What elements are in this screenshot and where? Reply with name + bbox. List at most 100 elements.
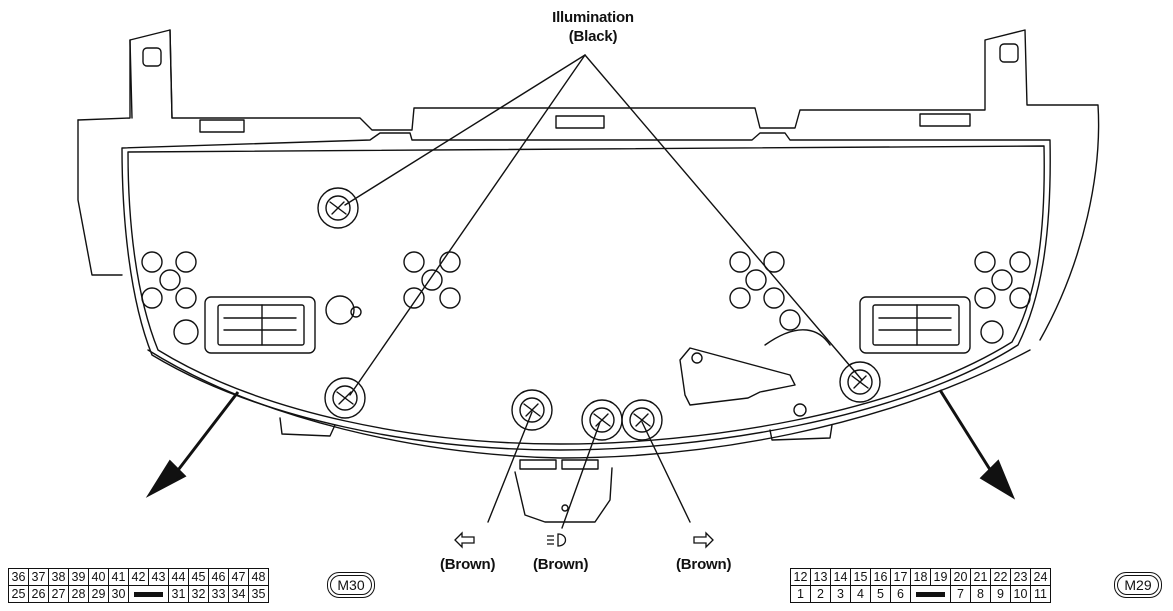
bulb-socket-illum-3 [839, 361, 881, 403]
connector-terminal: 30 [108, 585, 129, 603]
connector-terminal: 46 [208, 568, 229, 586]
connector-terminal: 29 [88, 585, 109, 603]
connector-terminal: 7 [950, 585, 971, 603]
lower-slot-2 [561, 459, 599, 470]
bulb-socket-headlamp [581, 399, 623, 441]
arrow-to-m30 [145, 391, 240, 498]
connector-terminal: 45 [188, 568, 209, 586]
connector-terminal: 31 [168, 585, 189, 603]
connector-terminal: 37 [28, 568, 49, 586]
connector-terminal: 35 [248, 585, 269, 603]
left-bracket [129, 29, 173, 119]
lower-bracket [514, 467, 613, 523]
connector-terminal: 6 [890, 585, 911, 603]
bulb-socket-illum-2 [324, 377, 366, 419]
connector-terminal: 36 [8, 568, 29, 586]
left-socket-inner [217, 304, 305, 346]
connector-terminal: 3 [830, 585, 851, 603]
connector-m29-key [910, 585, 951, 603]
high-beam-icon [547, 533, 567, 547]
illumination-label-line1: Illumination [552, 9, 634, 26]
back-plate-inner [127, 145, 1045, 445]
bulb-socket-turn-left [511, 389, 553, 431]
connector-terminal: 21 [970, 568, 991, 586]
connector-m30-key [128, 585, 169, 603]
back-plate [121, 132, 1051, 451]
connector-terminal: 23 [1010, 568, 1031, 586]
connector-terminal: 34 [228, 585, 249, 603]
connector-terminal: 32 [188, 585, 209, 603]
connector-terminal: 27 [48, 585, 69, 603]
connector-terminal: 33 [208, 585, 229, 603]
lower-bracket-hole [561, 504, 569, 512]
lower-tab-right [769, 424, 833, 441]
connector-terminal: 38 [48, 568, 69, 586]
connector-terminal: 41 [108, 568, 129, 586]
connector-terminal: 17 [890, 568, 911, 586]
leader-illum-2 [349, 54, 586, 396]
illumination-label-line2: (Black) [568, 28, 618, 45]
connector-terminal: 1 [790, 585, 811, 603]
leader-illum-1 [344, 54, 586, 206]
connector-terminal: 48 [248, 568, 269, 586]
right-socket-inner [872, 304, 960, 346]
connector-terminal: 19 [930, 568, 951, 586]
connector-terminal: 16 [870, 568, 891, 586]
clip-1 [199, 119, 245, 133]
connector-terminal: 20 [950, 568, 971, 586]
connector-terminal: 15 [850, 568, 871, 586]
connector-terminal: 8 [970, 585, 991, 603]
connector-m29-tag: M29 [1114, 572, 1162, 598]
arrow-to-m29 [938, 389, 1016, 500]
connector-terminal: 44 [168, 568, 189, 586]
connector-terminal: 42 [128, 568, 149, 586]
connector-terminal: 12 [790, 568, 811, 586]
bulb-socket-illum-1 [317, 187, 359, 229]
connector-terminal: 43 [148, 568, 169, 586]
lower-slot-1 [519, 459, 557, 470]
connector-terminal: 14 [830, 568, 851, 586]
meter-housing-outline [77, 29, 1100, 341]
bulb-socket-turn-right [621, 399, 663, 441]
left-arrow-icon [454, 531, 475, 549]
connector-terminal: 39 [68, 568, 89, 586]
connector-terminal: 24 [1030, 568, 1051, 586]
clip-3 [919, 113, 971, 127]
clip-2 [555, 115, 605, 129]
connector-terminal: 4 [850, 585, 871, 603]
connector-terminal: 28 [68, 585, 89, 603]
headlamp-wire-label: (Brown) [533, 556, 589, 573]
wire-guide [679, 347, 796, 406]
connector-terminal: 18 [910, 568, 931, 586]
connector-terminal: 47 [228, 568, 249, 586]
leader-illum-3 [584, 54, 863, 381]
connector-terminal: 25 [8, 585, 29, 603]
left-side-flap [77, 119, 123, 276]
leader-headlamp [561, 421, 601, 529]
lower-tab-left [279, 417, 336, 437]
right-arrow-icon [693, 531, 714, 549]
connector-terminal: 13 [810, 568, 831, 586]
connector-terminal: 11 [1030, 585, 1051, 603]
connector-terminal: 26 [28, 585, 49, 603]
turn-right-wire-label: (Brown) [676, 556, 732, 573]
connector-terminal: 5 [870, 585, 891, 603]
left-bracket-hole [142, 47, 162, 67]
connector-terminal: 2 [810, 585, 831, 603]
left-socket-outer [204, 296, 316, 354]
connector-m30-tag: M30 [327, 572, 375, 598]
connector-terminal: 9 [990, 585, 1011, 603]
connector-terminal: 22 [990, 568, 1011, 586]
illumination-label: Illumination (Black) [538, 8, 648, 46]
turn-left-wire-label: (Brown) [440, 556, 496, 573]
connector-terminal: 10 [1010, 585, 1031, 603]
connector-terminal: 40 [88, 568, 109, 586]
leader-turn-left [487, 411, 533, 523]
